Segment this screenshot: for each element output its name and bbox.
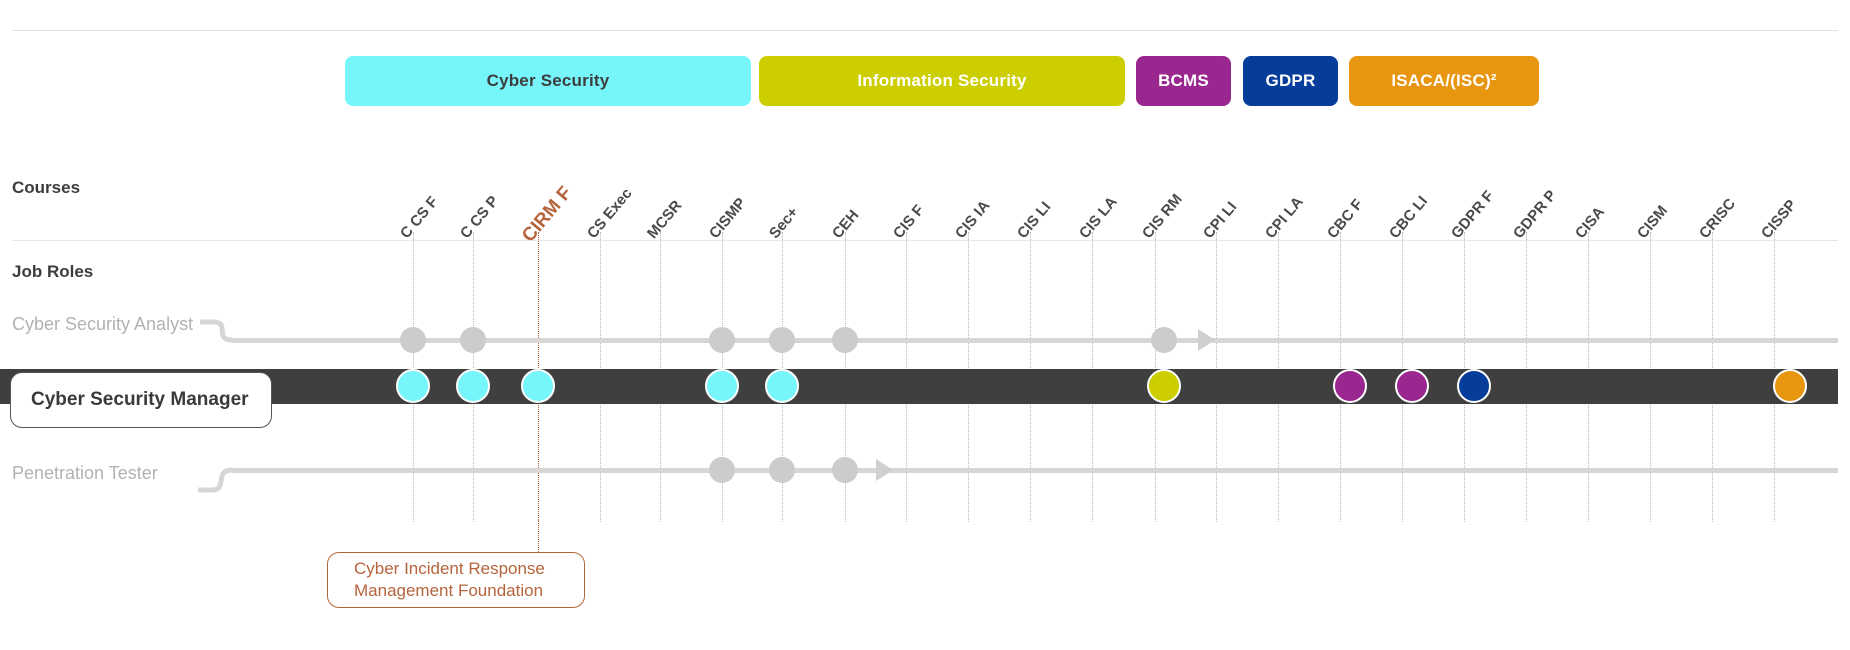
- course-node-cyber-security-manager-cirm-f[interactable]: [521, 369, 555, 403]
- row-rail-cyber-security-analyst: [232, 338, 1838, 343]
- category-bar-label: Information Security: [857, 71, 1027, 90]
- tooltip-line-1: Cyber Incident Response: [354, 558, 545, 578]
- course-label-cisa[interactable]: CISA: [1571, 203, 1609, 242]
- course-node-cyber-security-manager-c-cs-p[interactable]: [456, 369, 490, 403]
- category-bar-label: BCMS: [1158, 71, 1209, 90]
- course-label-cissp[interactable]: CISSP: [1757, 196, 1800, 242]
- course-label-cism[interactable]: CISM: [1633, 202, 1672, 242]
- course-label-gdpr-p[interactable]: GDPR P: [1509, 187, 1560, 242]
- course-label-cs-exec[interactable]: CS Exec: [583, 185, 636, 242]
- course-label-cbc-f[interactable]: CBC F: [1323, 195, 1367, 242]
- top-divider: [12, 30, 1838, 31]
- row-label-cyber-security-analyst[interactable]: Cyber Security Analyst: [12, 314, 194, 334]
- selected-role-pill[interactable]: Cyber Security Manager: [10, 372, 272, 428]
- category-bar-isaca-isc[interactable]: ISACA/(ISC)²: [1349, 56, 1539, 106]
- course-label-cpi-la[interactable]: CPI LA: [1261, 193, 1307, 242]
- category-bar-label: Cyber Security: [486, 71, 610, 90]
- course-node-cyber-security-analyst-c-cs-p[interactable]: [460, 327, 486, 353]
- row-connector-penetration-tester: [198, 467, 233, 493]
- course-node-cyber-security-analyst-c-cs-f[interactable]: [400, 327, 426, 353]
- course-label-cismp[interactable]: CISMP: [705, 194, 750, 242]
- course-node-cyber-security-manager-c-cs-f[interactable]: [396, 369, 430, 403]
- progress-arrow-cyber-security-analyst: [1198, 329, 1215, 351]
- progress-arrow-penetration-tester: [876, 459, 893, 481]
- course-label-c-cs-f[interactable]: C CS F: [396, 193, 442, 242]
- row-label-penetration-tester[interactable]: Penetration Tester: [12, 463, 158, 483]
- course-label-c-cs-p[interactable]: C CS P: [456, 192, 503, 242]
- course-node-penetration-tester-cismp[interactable]: [709, 457, 735, 483]
- job-roles-header: Job Roles: [12, 262, 94, 281]
- course-label-cbc-li[interactable]: CBC LI: [1385, 192, 1432, 242]
- tooltip-line-2: Management Foundation: [354, 581, 544, 600]
- row-rail-penetration-tester: [232, 468, 1838, 473]
- course-node-cyber-security-analyst-cismp[interactable]: [709, 327, 735, 353]
- course-label-cirm-f[interactable]: CIRM F: [518, 182, 577, 247]
- course-label-cis-li[interactable]: CIS LI: [1013, 198, 1055, 242]
- course-label-crisc[interactable]: CRISC: [1695, 195, 1740, 242]
- category-bar-label: ISACA/(ISC)²: [1391, 71, 1497, 90]
- tooltip-leader-line: [538, 520, 539, 552]
- course-label-sec-[interactable]: Sec+: [765, 203, 802, 242]
- course-node-penetration-tester-ceh[interactable]: [832, 457, 858, 483]
- course-tooltip: Cyber Incident Response Management Found…: [327, 552, 585, 608]
- category-bar-bcms[interactable]: BCMS: [1136, 56, 1231, 106]
- category-bar-label: GDPR: [1265, 71, 1316, 90]
- row-rail-cyber-security-manager: [0, 369, 1838, 404]
- section-divider: [12, 240, 1838, 241]
- course-label-mcsr[interactable]: MCSR: [643, 197, 686, 242]
- course-node-penetration-tester-sec-[interactable]: [769, 457, 795, 483]
- course-node-cyber-security-manager-gdpr-f[interactable]: [1457, 369, 1491, 403]
- course-node-cyber-security-manager-sec-[interactable]: [765, 369, 799, 403]
- category-bar-gdpr[interactable]: GDPR: [1243, 56, 1338, 106]
- course-node-cyber-security-manager-cbc-f[interactable]: [1333, 369, 1367, 403]
- course-label-gdpr-f[interactable]: GDPR F: [1447, 187, 1498, 242]
- courses-header: Courses: [12, 178, 81, 197]
- category-bar-information-security[interactable]: Information Security: [759, 56, 1125, 106]
- course-node-cyber-security-manager-cis-rm[interactable]: [1147, 369, 1181, 403]
- course-node-cyber-security-analyst-sec-[interactable]: [769, 327, 795, 353]
- row-connector-cyber-security-analyst: [200, 319, 233, 343]
- course-label-cis-la[interactable]: CIS LA: [1075, 193, 1121, 242]
- course-node-cyber-security-manager-cbc-li[interactable]: [1395, 369, 1429, 403]
- course-node-cyber-security-manager-cissp[interactable]: [1773, 369, 1807, 403]
- course-node-cyber-security-manager-cismp[interactable]: [705, 369, 739, 403]
- course-node-cyber-security-analyst-ceh[interactable]: [832, 327, 858, 353]
- course-label-cis-ia[interactable]: CIS IA: [951, 197, 994, 242]
- course-node-cyber-security-analyst-cis-rm[interactable]: [1151, 327, 1177, 353]
- course-label-cis-f[interactable]: CIS F: [889, 201, 928, 242]
- category-bar-cyber-security[interactable]: Cyber Security: [345, 56, 751, 106]
- course-label-cis-rm[interactable]: CIS RM: [1138, 190, 1186, 242]
- course-label-cpi-li[interactable]: CPI LI: [1199, 198, 1241, 242]
